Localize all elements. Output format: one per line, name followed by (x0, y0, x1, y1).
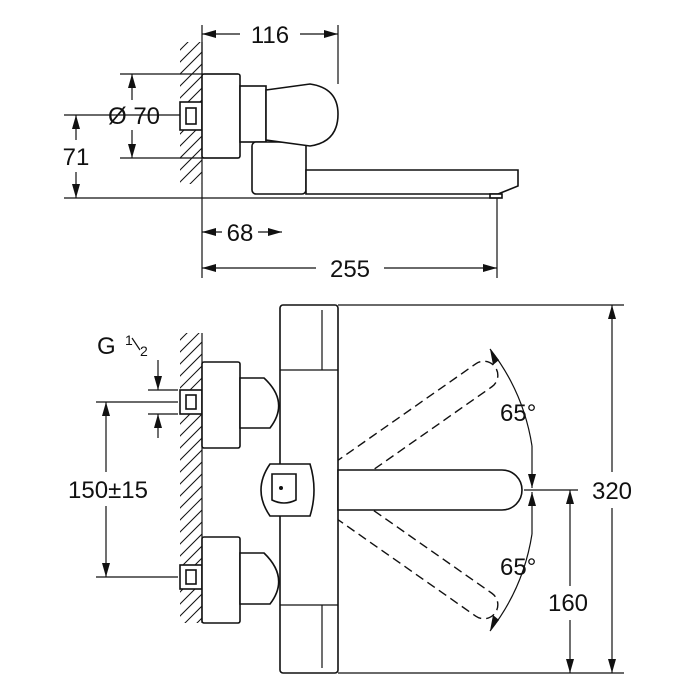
escutcheon-top (201, 73, 241, 159)
label-320: 320 (592, 478, 632, 505)
label-71: 71 (63, 144, 90, 171)
handle-lever (271, 473, 297, 504)
inlet-fitting-inner-top (185, 107, 197, 125)
dimension-68: 68 (201, 184, 282, 278)
side-view: 116 Ø 70 71 68 (63, 22, 519, 283)
front-view: G 1 2 150±15 65° (68, 304, 632, 674)
dimension-angle-lower: 65° (489, 492, 536, 632)
dimension-diameter: Ø 70 (108, 73, 238, 159)
body-base-top (251, 141, 307, 195)
label-thread-g: G (97, 333, 116, 360)
label-150: 150±15 (68, 477, 148, 504)
label-diameter: Ø 70 (108, 103, 160, 130)
label-angle-lower: 65° (500, 554, 536, 581)
connector-lower (239, 552, 280, 605)
handle-marker (279, 486, 283, 490)
inlet-fitting-lower-inner (185, 569, 197, 585)
label-68: 68 (227, 220, 254, 247)
label-thread-den: 2 (140, 343, 148, 359)
dimension-255: 255 (202, 198, 498, 283)
dimension-320: 320 (338, 304, 632, 674)
label-255: 255 (330, 256, 370, 283)
dimension-116: 116 (201, 22, 339, 84)
inlet-fitting-upper-inner (185, 394, 197, 410)
label-angle-upper: 65° (500, 400, 536, 427)
spout-swing-up (311, 360, 499, 503)
dimension-150: 150±15 (68, 401, 178, 578)
spout-swing-down (311, 477, 499, 620)
spout-front (337, 469, 523, 511)
handle-top (265, 83, 339, 147)
connector-top (239, 85, 267, 143)
label-thread-num: 1 (125, 332, 133, 348)
dimension-angle-upper: 65° (489, 348, 536, 488)
spout-top (305, 169, 519, 195)
escutcheon-upper (201, 361, 241, 449)
connector-upper (239, 377, 280, 429)
escutcheon-lower (201, 536, 241, 624)
dimension-thread: G 1 2 (97, 332, 178, 438)
dimension-71: 71 (63, 114, 500, 199)
label-116: 116 (251, 22, 289, 49)
dimension-160: 160 (548, 490, 588, 673)
label-160: 160 (548, 590, 588, 617)
